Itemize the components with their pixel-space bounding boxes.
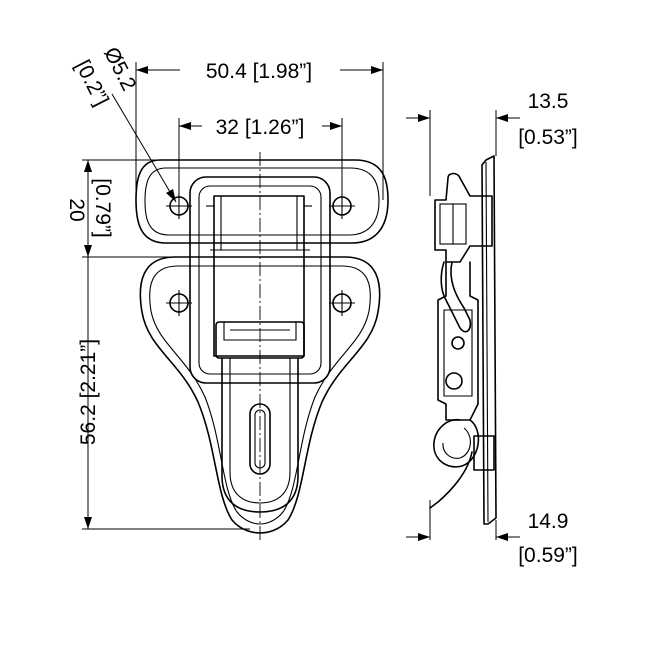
front-view [135,152,389,540]
body-plate-inner-outline [149,265,371,525]
side-strike-profile [434,172,493,263]
overall-width-label: 50.4 [1.98”] [206,60,312,83]
dim-bottom-depth: 14.9 [0.59”] [406,510,578,567]
bottom-depth-inch-label: [0.59”] [518,544,578,567]
top-plate-inner-outline [144,167,380,236]
dim-hole-spacing: 32 [1.26”] [178,116,343,195]
side-bottom-loop [433,418,480,468]
dim-top-depth: 13.5 [0.53”] [406,90,578,149]
clasp-inner-top [220,196,298,251]
top-depth-inch-label: [0.53”] [518,126,578,149]
side-bottom-tail [429,451,473,509]
top-plate-outline [135,159,389,244]
dim-hole-diameter: Ø5.2 [0.2”] [71,44,177,203]
bottom-depth-label: 14.9 [528,510,569,533]
dim-overall-width: 50.4 [1.98”] [135,60,384,200]
top-left-hole [166,193,192,219]
top-height-label: 20 [65,198,88,221]
body-right-hole [329,290,355,316]
top-height-inch-label: [0.79”] [91,178,114,238]
dim-body-height: 56.2 [2.21”] [77,257,250,530]
body-height-label: 56.2 [2.21”] [77,339,100,445]
side-pivot-upper [451,336,465,350]
dim-top-height: 20 [0.79”] [65,159,170,258]
side-pivot-lower [445,372,463,390]
side-base-plate [481,155,497,525]
side-view [429,110,497,540]
lever-inner [229,358,291,504]
side-hook [440,261,472,333]
clasp-outline [213,195,305,357]
side-latch-body [437,261,479,421]
top-depth-label: 13.5 [528,90,569,113]
side-bottom-loop-inner [442,427,471,459]
hole-spacing-label: 32 [1.26”] [216,116,305,139]
side-latch-inner [443,309,473,397]
top-right-hole [329,193,355,219]
body-left-hole [166,290,192,316]
side-bottom-block [473,435,495,471]
side-base-line [485,161,489,523]
